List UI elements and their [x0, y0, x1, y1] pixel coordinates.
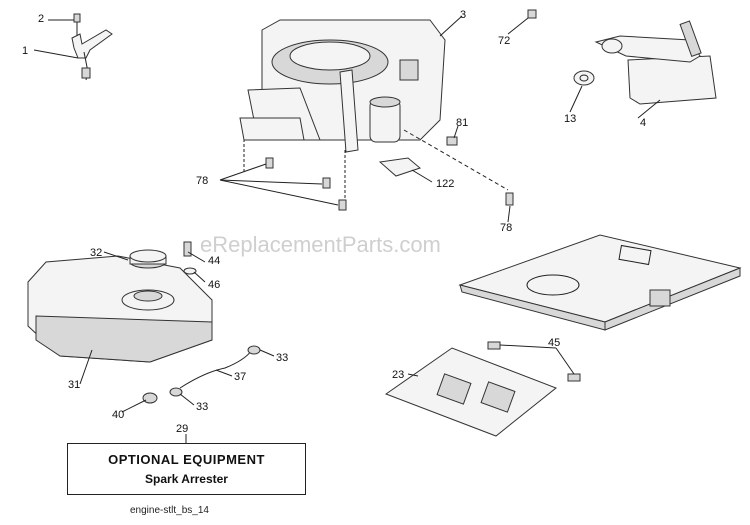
callout-23: 23 — [392, 369, 404, 381]
diagram-caption: engine-stlt_bs_14 — [130, 505, 209, 516]
tank-washer[interactable] — [183, 267, 197, 275]
callout-78-left: 78 — [196, 175, 208, 187]
engine[interactable] — [239, 19, 446, 153]
tank-bolt[interactable] — [183, 241, 192, 257]
leader-lines — [33, 15, 661, 443]
callout-37: 37 — [234, 371, 246, 383]
callout-2: 2 — [38, 13, 44, 25]
callout-44: 44 — [208, 255, 220, 267]
callout-13: 13 — [564, 113, 576, 125]
callout-1: 1 — [22, 45, 28, 57]
callout-3: 3 — [460, 9, 466, 21]
callout-78-right: 78 — [500, 222, 512, 234]
callout-31: 31 — [68, 379, 80, 391]
fuel-cap[interactable] — [129, 249, 167, 269]
callout-29: 29 — [176, 423, 188, 435]
spark-arrester-label[interactable]: Spark Arrester — [145, 472, 228, 486]
part-40[interactable] — [142, 392, 158, 404]
watermark: eReplacementParts.com — [200, 232, 441, 257]
muffler-bolt[interactable] — [527, 9, 537, 19]
callout-81: 81 — [456, 117, 468, 129]
fuel-line[interactable] — [179, 349, 253, 389]
callout-4: 4 — [640, 117, 646, 129]
callout-32: 32 — [90, 247, 102, 259]
fuel-tank[interactable] — [27, 255, 213, 363]
engine-bolts[interactable] — [265, 157, 514, 211]
callout-72: 72 — [498, 35, 510, 47]
callout-122: 122 — [436, 178, 454, 190]
heat-shield-122[interactable] — [378, 157, 422, 177]
callout-40: 40 — [112, 409, 124, 421]
optional-equipment-title: OPTIONAL EQUIPMENT — [108, 452, 265, 467]
optional-equipment-box: OPTIONAL EQUIPMENT Spark Arrester — [67, 443, 306, 495]
hose-clamp-upper[interactable] — [247, 345, 261, 355]
callout-33-lower: 33 — [196, 401, 208, 413]
frame[interactable] — [458, 234, 742, 331]
bottom-plate[interactable] — [384, 347, 557, 437]
callout-45: 45 — [548, 337, 560, 349]
muffler[interactable] — [594, 20, 717, 105]
callout-33-upper: 33 — [276, 352, 288, 364]
throttle-bracket[interactable] — [71, 13, 113, 81]
hose-clamp-lower[interactable] — [169, 387, 183, 397]
callout-46: 46 — [208, 279, 220, 291]
muffler-gasket[interactable] — [573, 70, 595, 86]
part-81[interactable] — [446, 136, 458, 146]
